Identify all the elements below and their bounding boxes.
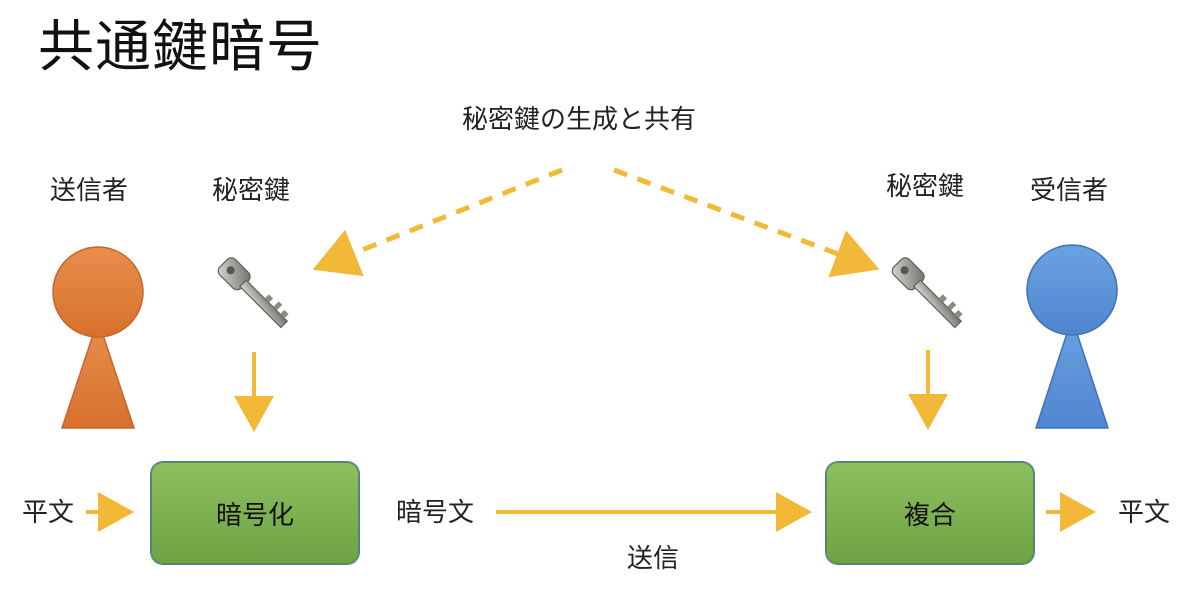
encrypt-box-label: 暗号化 [215, 500, 294, 531]
key-share-arrow-right [613, 167, 880, 278]
transmit-label: 送信 [627, 544, 680, 574]
plaintext-right-label: 平文 [1118, 498, 1171, 528]
key-icon-left [217, 257, 289, 329]
sender-figure [52, 246, 144, 429]
plaintext-left-label: 平文 [22, 498, 75, 528]
encrypt-box: 暗号化 [151, 462, 359, 564]
secret-key-right-label: 秘密鍵 [886, 172, 965, 202]
receiver-figure [1026, 244, 1118, 429]
decrypt-box-label: 複合 [903, 500, 956, 531]
key-icon-right [891, 257, 963, 329]
secret-key-left-label: 秘密鍵 [212, 176, 291, 206]
key-generation-label: 秘密鍵の生成と共有 [462, 105, 697, 135]
receiver-label: 受信者 [1030, 176, 1109, 206]
ciphertext-label: 暗号文 [396, 498, 475, 528]
sender-label: 送信者 [50, 176, 129, 206]
key-share-arrow-left [312, 167, 563, 277]
page-title: 共通鍵暗号 [38, 15, 323, 80]
decrypt-box: 複合 [826, 462, 1034, 564]
